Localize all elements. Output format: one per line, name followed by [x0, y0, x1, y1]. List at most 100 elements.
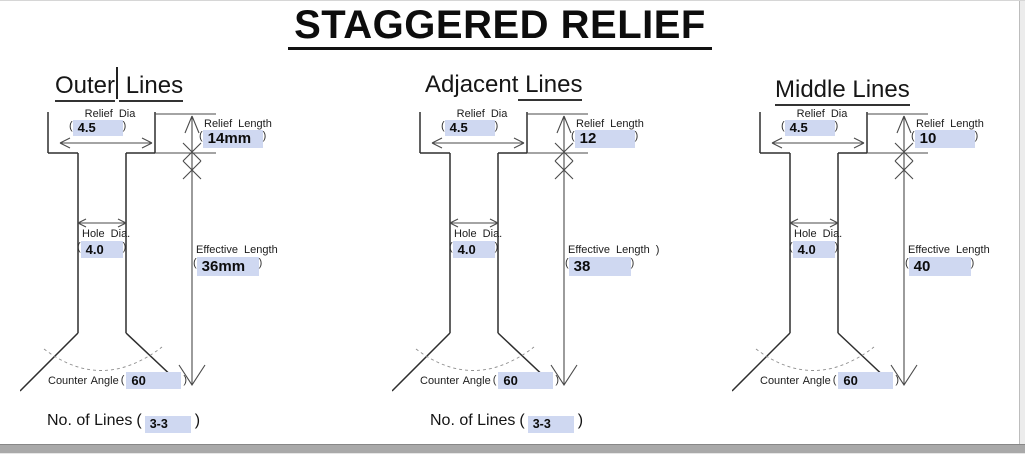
- effective-length-label: Effective Length: [908, 244, 990, 256]
- hole-dia-arrow: [449, 218, 499, 228]
- relief-dia-row: ( 4.5 ): [781, 120, 838, 136]
- relief-dia-row: ( 4.5 ): [441, 120, 498, 136]
- open-paren: (: [69, 120, 73, 132]
- horizontal-scrollbar-track[interactable]: [0, 444, 1025, 453]
- hole-dia-label: Hole Dia.: [82, 228, 131, 240]
- hole-dia-label: Hole Dia.: [794, 228, 843, 240]
- section-heading-outer[interactable]: Outer Lines: [55, 67, 184, 102]
- effective-length-row: ( 40 ): [905, 257, 974, 276]
- open-paren: (: [781, 120, 785, 132]
- relief-dia-arrow: [431, 137, 525, 149]
- heading-text: Lines: [119, 72, 184, 102]
- relief-length-row: ( 14mm ): [199, 130, 266, 148]
- relief-dia-field[interactable]: 4.5: [444, 120, 495, 136]
- no-of-lines-field[interactable]: 3-3: [144, 416, 191, 433]
- heading-text: Outer: [55, 72, 116, 102]
- no-of-lines-row: No. of Lines ( 3-3 ): [430, 412, 586, 433]
- relief-dia-row: ( 4.5 ): [69, 120, 126, 136]
- effective-length-label: Effective Length ): [568, 244, 659, 256]
- close-paren: ): [895, 374, 900, 386]
- close-paren: ): [262, 130, 267, 142]
- section-heading-adjacent[interactable]: Adjacent Lines: [425, 71, 583, 101]
- open-paren: (: [492, 374, 497, 386]
- effective-length-label-text: Effective Length: [196, 244, 278, 256]
- open-paren: (: [571, 130, 575, 142]
- close-paren: ): [194, 412, 201, 429]
- hole-dia-row: ( 4.0 ): [789, 241, 838, 258]
- relief-dia-arrow: [59, 137, 153, 149]
- close-paren: ): [974, 130, 979, 142]
- hole-dia-arrow: [77, 218, 127, 228]
- counter-angle-label: Counter Angle: [760, 375, 831, 387]
- text-cursor: [116, 67, 119, 99]
- hole-dia-field[interactable]: 4.0: [452, 241, 495, 258]
- relief-dia-label: Relief Dia: [456, 108, 508, 120]
- heading-text: Lines: [518, 71, 583, 101]
- counter-angle-arc: [415, 346, 535, 371]
- relief-length-row: ( 10 ): [911, 130, 978, 148]
- open-paren: (: [199, 130, 203, 142]
- relief-dia-label: Relief Dia: [84, 108, 136, 120]
- close-paren: ): [258, 257, 263, 269]
- heading-text: Adjacent: [425, 71, 519, 98]
- close-paren: ): [630, 257, 635, 269]
- hole-dia-row: ( 4.0 ): [77, 241, 126, 258]
- panel-middle-lines: Middle Lines Relief Dia ( 4.5 ) Relief L…: [732, 1, 1025, 454]
- counter-angle-arc: [755, 346, 875, 371]
- open-paren: (: [193, 257, 197, 269]
- no-of-lines-label: No. of Lines: [430, 412, 516, 429]
- hole-dia-field[interactable]: 4.0: [80, 241, 123, 258]
- relief-length-label: Relief Length: [204, 118, 272, 130]
- relief-length-row: ( 12 ): [571, 130, 638, 148]
- effective-length-row: ( 36mm ): [193, 257, 262, 276]
- relief-dia-arrow: [771, 137, 865, 149]
- relief-dia-field[interactable]: 4.5: [784, 120, 835, 136]
- page-title: STAGGERED RELIEF: [288, 4, 712, 50]
- open-paren: (: [565, 257, 569, 269]
- open-paren: (: [789, 241, 793, 253]
- close-paren: ): [122, 241, 127, 253]
- open-paren: (: [832, 374, 837, 386]
- open-paren: (: [77, 241, 81, 253]
- relief-dia-field[interactable]: 4.5: [72, 120, 123, 136]
- close-paren: ): [122, 120, 127, 132]
- relief-dia-label: Relief Dia: [796, 108, 848, 120]
- right-window-edge: [1019, 1, 1025, 454]
- counter-angle-row: Counter Angle ( 60 ): [760, 372, 901, 389]
- panel-adjacent-lines: Adjacent Lines Relief Dia ( 4.5 ) Relief…: [392, 1, 697, 454]
- counter-angle-field[interactable]: 60: [126, 372, 182, 389]
- hole-dia-row: ( 4.0 ): [449, 241, 498, 258]
- counter-angle-row: Counter Angle ( 60 ): [48, 372, 189, 389]
- counter-angle-field[interactable]: 60: [498, 372, 554, 389]
- close-paren: ): [834, 241, 839, 253]
- counter-angle-label: Counter Angle: [420, 375, 491, 387]
- close-paren: ): [555, 374, 560, 386]
- close-paren: ): [970, 257, 975, 269]
- relief-length-field[interactable]: 10: [914, 130, 975, 148]
- no-of-lines-label: No. of Lines: [47, 412, 133, 429]
- effective-length-field[interactable]: 38: [568, 257, 631, 276]
- close-paren: ): [183, 374, 188, 386]
- heading-text: Middle Lines: [775, 76, 910, 106]
- hole-dia-arrow: [789, 218, 839, 228]
- hole-dia-field[interactable]: 4.0: [792, 241, 835, 258]
- section-heading-middle[interactable]: Middle Lines: [775, 76, 910, 106]
- no-of-lines-field[interactable]: 3-3: [527, 416, 574, 433]
- hole-dia-label: Hole Dia.: [454, 228, 503, 240]
- relief-length-label: Relief Length: [576, 118, 644, 130]
- effective-length-field[interactable]: 36mm: [196, 257, 259, 276]
- effective-length-label-suffix: ): [655, 244, 660, 256]
- counter-angle-arc: [43, 346, 163, 371]
- open-paren: (: [905, 257, 909, 269]
- relief-length-label: Relief Length: [916, 118, 984, 130]
- open-paren: (: [911, 130, 915, 142]
- close-paren: ): [494, 241, 499, 253]
- effective-length-field[interactable]: 40: [908, 257, 971, 276]
- counter-angle-row: Counter Angle ( 60 ): [420, 372, 561, 389]
- relief-length-field[interactable]: 14mm: [202, 130, 263, 148]
- close-paren: ): [834, 120, 839, 132]
- relief-length-field[interactable]: 12: [574, 130, 635, 148]
- counter-angle-field[interactable]: 60: [838, 372, 894, 389]
- open-paren: (: [519, 412, 525, 429]
- open-paren: (: [136, 412, 142, 429]
